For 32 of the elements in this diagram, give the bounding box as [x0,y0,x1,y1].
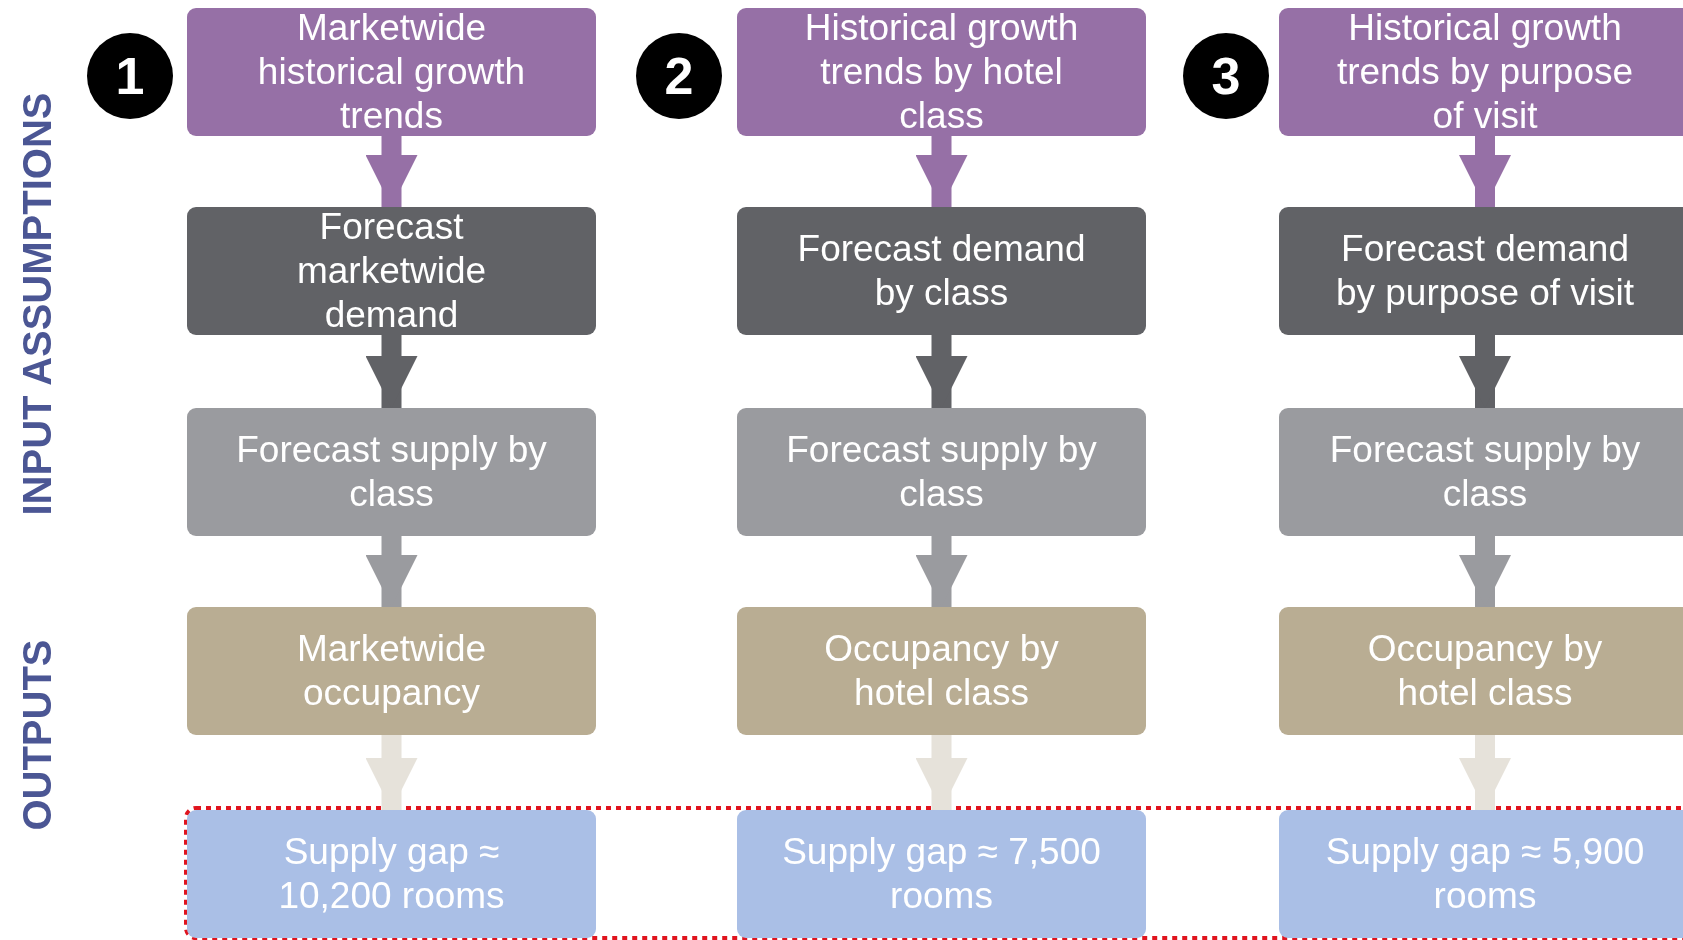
down-arrow [365,735,418,810]
section-label: OUTPUTS [14,639,60,831]
down-arrow [365,536,418,607]
trend-box: Historical growth trends by purpose of visit [1279,8,1683,136]
demand-box: Forecast demand by purpose of visit [1279,207,1683,335]
supply-gap-box: Supply gap ≈ 7,500 rooms [737,810,1146,938]
trend-box: Marketwide historical growth trends [187,8,596,136]
down-arrow [915,136,968,207]
down-arrow [915,335,968,408]
down-arrow [365,335,418,408]
down-arrow [365,136,418,207]
down-arrow [915,536,968,607]
step-number: 1 [87,33,173,119]
down-arrow [1459,136,1511,207]
demand-box: Forecast marketwide demand [187,207,596,335]
down-arrow [1459,536,1511,607]
down-arrow [1459,735,1511,810]
supply-box: Forecast supply by class [187,408,596,536]
demand-box: Forecast demand by class [737,207,1146,335]
step-number: 3 [1183,33,1269,119]
down-arrow [1459,335,1511,408]
supply-box: Forecast supply by class [737,408,1146,536]
supply-box: Forecast supply by class [1279,408,1683,536]
supply-gap-box: Supply gap ≈ 5,900 rooms [1279,810,1683,938]
section-label: INPUT ASSUMPTIONS [14,92,60,516]
occupancy-box: Marketwide occupancy [187,607,596,735]
supply-gap-box: Supply gap ≈ 10,200 rooms [187,810,596,938]
occupancy-box: Occupancy by hotel class [1279,607,1683,735]
trend-box: Historical growth trends by hotel class [737,8,1146,136]
down-arrow [915,735,968,810]
occupancy-box: Occupancy by hotel class [737,607,1146,735]
step-number: 2 [636,33,722,119]
